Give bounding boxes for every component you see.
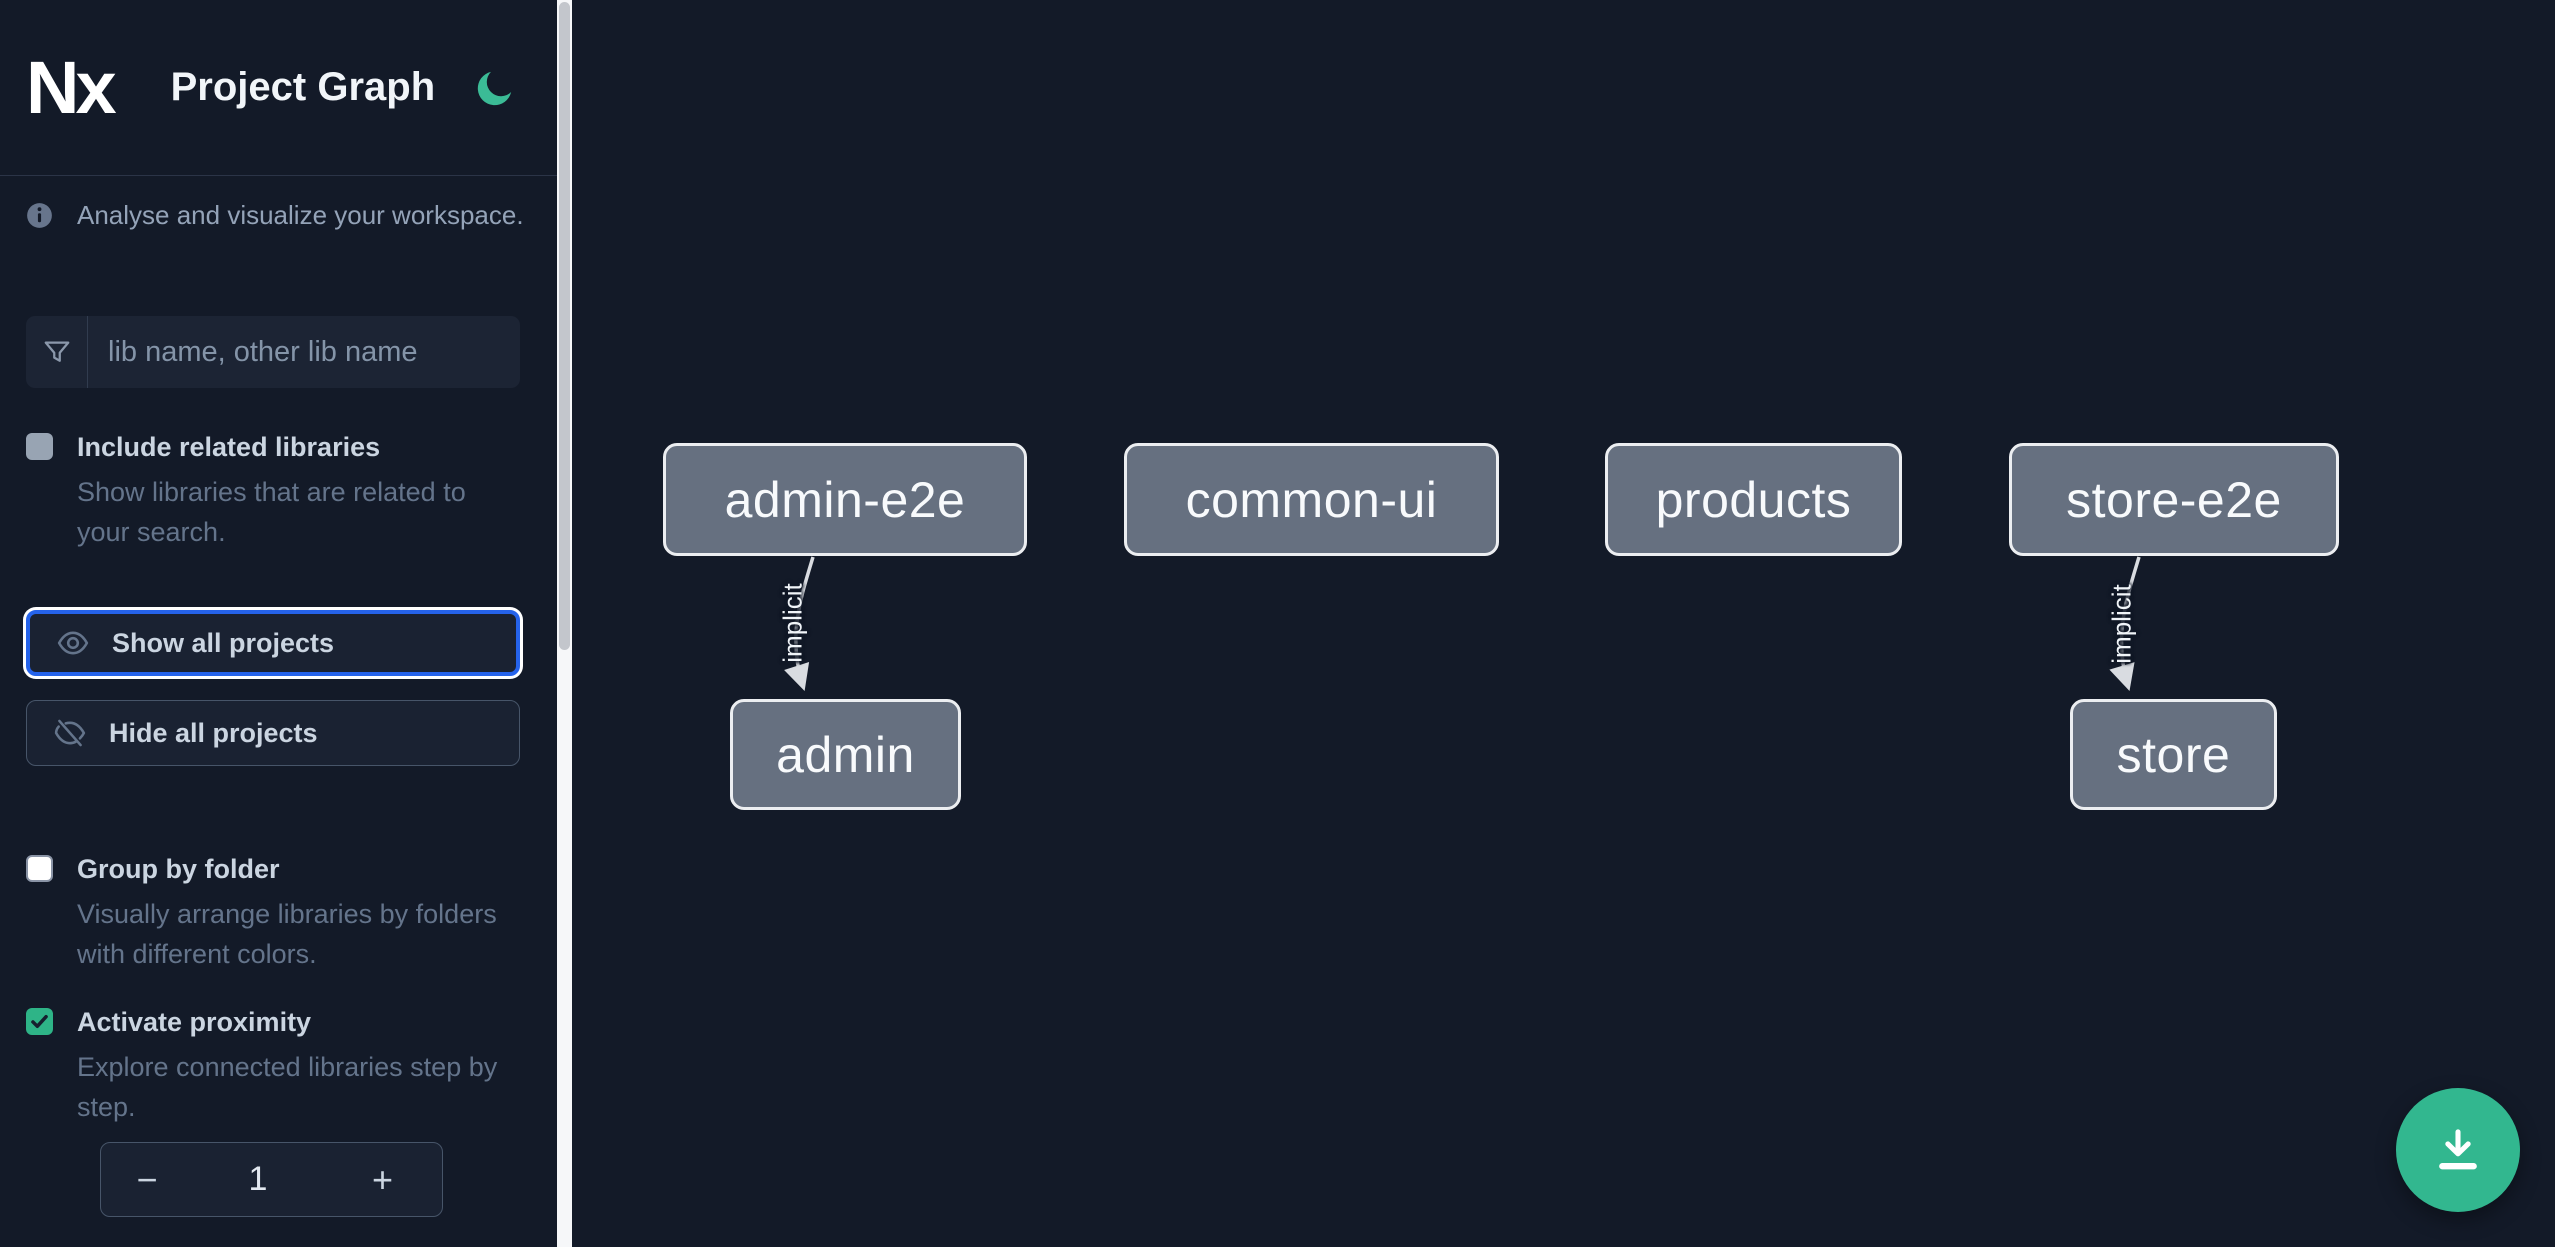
nx-logo[interactable]: Nx <box>26 45 117 129</box>
proximity-depth-value: 1 <box>248 1160 268 1198</box>
sidebar: Nx Project Graph Analyse and visualize y… <box>0 0 557 1247</box>
download-icon <box>2439 1129 2477 1170</box>
graph-node-admin[interactable]: admin <box>730 699 961 810</box>
activate-proximity-option: Activate proximity Explore connected lib… <box>26 1005 526 1127</box>
filter-icon-cell <box>26 316 88 388</box>
proximity-depth-stepper: − 1 + <box>100 1142 443 1217</box>
increment-button[interactable]: + <box>323 1143 442 1216</box>
edge-store-e2e-store <box>2109 556 2141 692</box>
decrement-button[interactable]: − <box>101 1143 193 1216</box>
graph-node-products[interactable]: products <box>1605 443 1902 556</box>
theme-toggle-moon-icon[interactable] <box>473 66 517 110</box>
search-box <box>26 316 520 388</box>
workspace-info: Analyse and visualize your workspace. <box>26 200 526 231</box>
include-related-option: Include related libraries Show libraries… <box>26 430 526 552</box>
workspace-info-text: Analyse and visualize your workspace. <box>77 200 524 230</box>
eye-off-icon <box>54 719 86 747</box>
graph-node-store-e2e[interactable]: store-e2e <box>2009 443 2339 556</box>
include-related-label[interactable]: Include related libraries <box>77 432 381 462</box>
edge-label-implicit: implicit <box>2106 584 2137 664</box>
hide-all-projects-label: Hide all projects <box>109 717 318 748</box>
graph-node-admin-e2e[interactable]: admin-e2e <box>663 443 1027 556</box>
activate-proximity-label[interactable]: Activate proximity <box>77 1007 312 1037</box>
graph-node-store[interactable]: store <box>2070 699 2277 810</box>
include-related-checkbox[interactable] <box>26 433 53 460</box>
activate-proximity-checkbox[interactable] <box>26 1008 53 1035</box>
graph-node-common-ui[interactable]: common-ui <box>1124 443 1499 556</box>
scrollbar-thumb[interactable] <box>559 2 570 650</box>
show-all-projects-button[interactable]: Show all projects <box>26 610 520 676</box>
activate-proximity-description: Explore connected libraries step by step… <box>77 1052 498 1122</box>
group-by-folder-label[interactable]: Group by folder <box>77 854 280 884</box>
sidebar-scrollbar[interactable] <box>557 0 572 1247</box>
hide-all-projects-button[interactable]: Hide all projects <box>26 700 520 766</box>
filter-funnel-icon <box>44 341 69 362</box>
edge-label-implicit: implicit <box>777 583 808 663</box>
info-icon <box>27 203 52 228</box>
group-by-folder-description: Visually arrange libraries by folders wi… <box>77 899 497 969</box>
group-by-folder-option: Group by folder Visually arrange librari… <box>26 852 526 974</box>
include-related-description: Show libraries that are related to your … <box>77 477 466 547</box>
edge-admin-e2e-admin <box>784 556 815 692</box>
show-all-projects-label: Show all projects <box>112 627 335 658</box>
download-graph-button[interactable] <box>2396 1088 2520 1212</box>
group-by-folder-checkbox[interactable] <box>26 855 53 882</box>
eye-icon <box>57 631 89 655</box>
sidebar-header: Nx Project Graph <box>0 0 557 176</box>
app-title: Project Graph <box>170 65 436 109</box>
check-icon <box>31 1014 48 1029</box>
search-input[interactable] <box>88 316 520 388</box>
